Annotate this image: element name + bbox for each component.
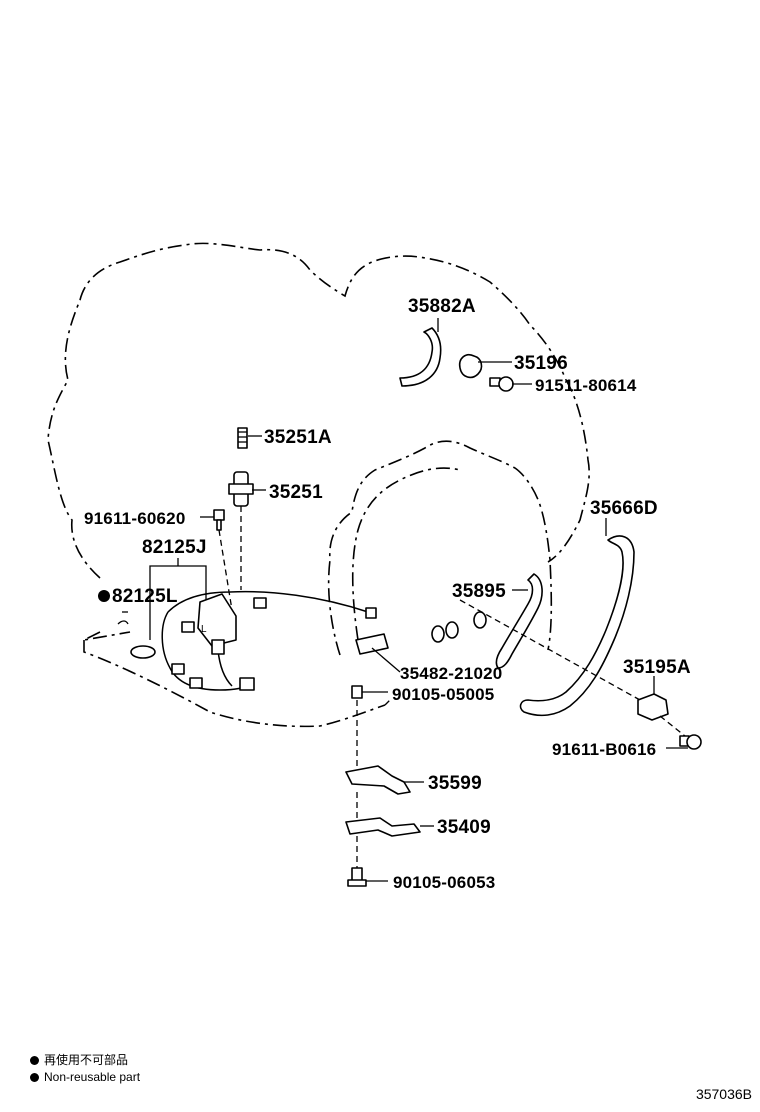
bell-housing-outline [327, 440, 553, 656]
legend-en-text: Non-reusable part [44, 1070, 141, 1084]
bullet-icon [30, 1073, 39, 1082]
bullet-icon [30, 1056, 39, 1065]
label-82125L: 82125L [112, 586, 178, 607]
label-82125J: 82125J [142, 537, 207, 558]
bolt-91611-60620 [213, 509, 225, 531]
valve-35251 [228, 471, 254, 507]
label-90105-06053: 90105-06053 [393, 873, 495, 892]
bracket-35599 [345, 765, 411, 795]
bolt-91511 [489, 376, 514, 392]
oil-pan-outline [83, 640, 386, 728]
label-90105-05005: 90105-05005 [392, 685, 494, 704]
gasket-82125L [130, 645, 156, 659]
hose-clamp-35196 [458, 353, 483, 379]
bolt-90105-05005 [351, 685, 363, 699]
label-35895: 35895 [452, 581, 506, 602]
label-35599: 35599 [428, 773, 482, 794]
bracket-35409 [345, 817, 421, 837]
bolt-90105-06053 [347, 867, 367, 887]
label-91611-60620: 91611-60620 [84, 509, 185, 528]
figure-code: 357036B [695, 1086, 752, 1102]
legend: 再使用不可部品 Non-reusable part [30, 1052, 140, 1086]
o-rings [431, 611, 487, 643]
label-91511-80614: 91511-80614 [535, 376, 637, 395]
legend-row-jp: 再使用不可部品 [30, 1052, 140, 1069]
label-91611-B0616: 91611-B0616 [552, 740, 656, 759]
label-35195A: 35195A [623, 657, 691, 678]
clip-35195A [637, 693, 669, 721]
sensor-82125: L [197, 593, 237, 655]
bolt-91611-B0616 [679, 734, 702, 750]
hose-35666D [519, 535, 635, 717]
label-35196: 35196 [514, 353, 568, 374]
label-35882A: 35882A [408, 296, 476, 317]
label-35482-21020: 35482-21020 [400, 664, 502, 683]
legend-row-en: Non-reusable part [30, 1069, 140, 1086]
legend-jp-text: 再使用不可部品 [44, 1053, 129, 1067]
transmission-case-outline [47, 242, 590, 579]
label-35251: 35251 [269, 482, 323, 503]
bracket-35482 [355, 633, 389, 655]
breather-hose [399, 327, 442, 387]
spring-35251A [237, 427, 248, 449]
non-reusable-mark [98, 590, 110, 602]
label-35251A: 35251A [264, 427, 332, 448]
label-35666D: 35666D [590, 498, 658, 519]
label-35409: 35409 [437, 817, 491, 838]
svg-text:L: L [201, 624, 207, 635]
pipe-35895 [495, 573, 543, 669]
harness-connectors [171, 597, 377, 691]
oil-pan-lip [83, 631, 131, 641]
